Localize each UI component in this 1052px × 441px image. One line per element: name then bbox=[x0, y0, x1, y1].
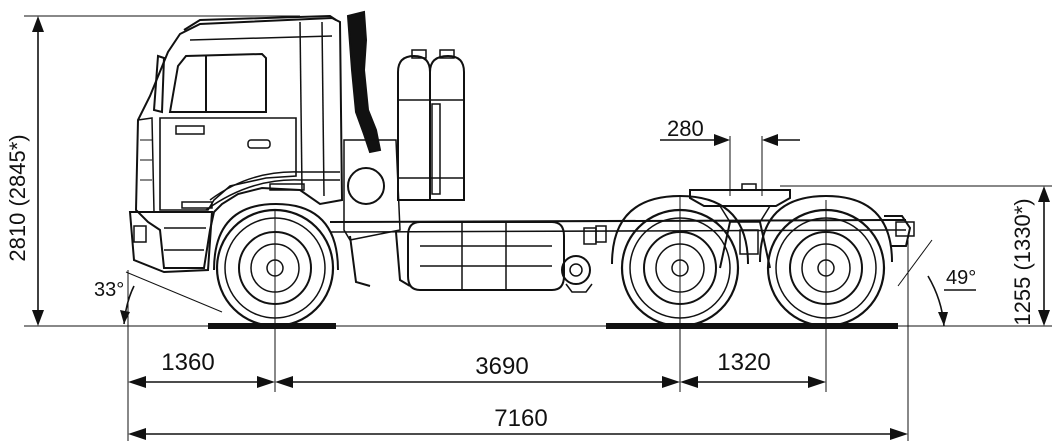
wheelbase-front-label: 3690 bbox=[475, 353, 528, 380]
front-bumper bbox=[128, 211, 214, 274]
coupling-offset-label: 280 bbox=[667, 116, 704, 141]
total-height-label: 2810 (2845*) bbox=[5, 134, 30, 261]
side-mirror bbox=[152, 54, 166, 114]
wheelbase-rear-label: 1320 bbox=[717, 349, 770, 376]
truck-side-view bbox=[128, 10, 915, 293]
cab-roof bbox=[183, 14, 337, 31]
fuel-tank bbox=[407, 221, 565, 291]
total-length-label: 7160 bbox=[494, 405, 547, 432]
arrowheads bbox=[32, 16, 1050, 440]
spare-wheel bbox=[347, 167, 385, 205]
departure-angle-label: 49° bbox=[946, 267, 976, 289]
exhaust-stack bbox=[346, 10, 382, 154]
approach-angle-label: 33° bbox=[94, 279, 124, 301]
front-overhang-label: 1360 bbox=[161, 349, 214, 376]
coupling-height-label: 1255 (1330*) bbox=[1010, 198, 1035, 325]
silencer bbox=[561, 255, 591, 285]
cab-door bbox=[159, 117, 297, 211]
fifth-wheel-coupling bbox=[689, 189, 791, 207]
front-panel bbox=[137, 117, 155, 213]
cab-window bbox=[168, 52, 267, 113]
extension-lines bbox=[24, 15, 1052, 441]
air-filter-2 bbox=[429, 54, 465, 201]
front-wheel bbox=[213, 202, 339, 328]
dimension-lines bbox=[37, 22, 1045, 435]
